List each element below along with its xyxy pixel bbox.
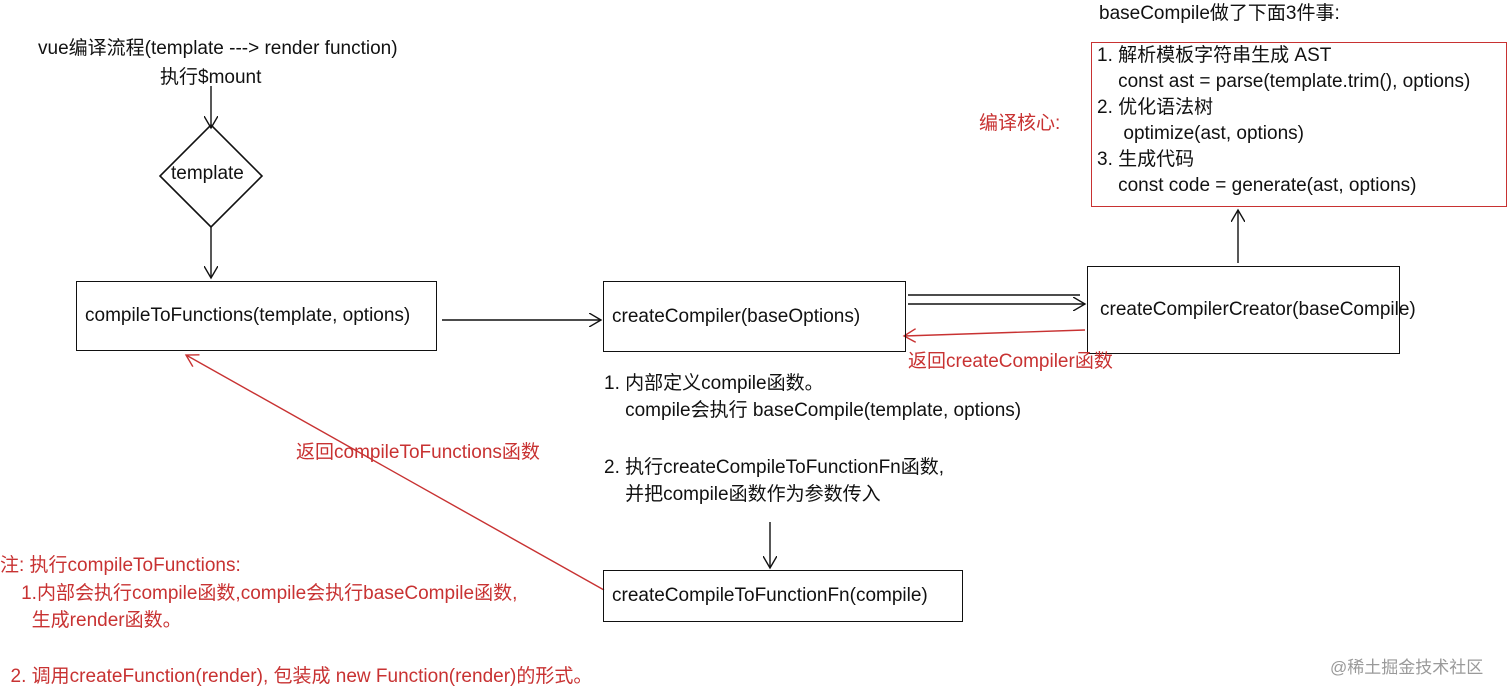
base-compile-step: 2. 优化语法树 — [1097, 97, 1214, 118]
create-compiler-label: createCompiler(baseOptions) — [612, 305, 861, 327]
base-compile-step: const ast = parse(template.trim(), optio… — [1097, 71, 1471, 92]
return-compile-to-functions-label: 返回compileToFunctions函数 — [296, 442, 540, 463]
create-compiler-note: 并把compile函数作为参数传入 — [604, 484, 881, 505]
base-compile-step: const code = generate(ast, options) — [1097, 175, 1417, 196]
base-compile-heading: baseCompile做了下面3件事: — [1099, 3, 1340, 24]
compile-to-functions-box: compileToFunctions(template, options) — [76, 281, 437, 351]
base-compile-step: 3. 生成代码 — [1097, 149, 1195, 170]
create-compiler-creator-box: createCompilerCreator(baseCompile) — [1087, 266, 1416, 354]
watermark: @稀土掘金技术社区 — [1330, 658, 1484, 677]
base-compile-steps-box — [1091, 42, 1507, 207]
return-create-compiler-label: 返回createCompiler函数 — [908, 351, 1113, 372]
note-line: 生成render函数。 — [0, 610, 182, 631]
base-compile-step: optimize(ast, options) — [1097, 123, 1304, 144]
create-compiler-note: 2. 执行createCompileToFunctionFn函数, — [604, 457, 945, 478]
template-node-label: template — [171, 163, 244, 184]
edge-return-create-compiler — [904, 330, 1086, 336]
note-line: 2. 调用createFunction(render), 包装成 new Fun… — [0, 666, 593, 687]
edge-return-compile-to-functions — [186, 355, 605, 591]
mount-label: 执行$mount — [160, 67, 262, 88]
create-compiler-note: compile会执行 baseCompile(template, options… — [604, 400, 1022, 421]
create-compile-to-function-fn-label: createCompileToFunctionFn(compile) — [612, 585, 928, 606]
create-compiler-note: 1. 内部定义compile函数。 — [604, 373, 824, 394]
diagram-title: vue编译流程(template ---> render function) — [38, 38, 398, 59]
note-line: 1.内部会执行compile函数,compile会执行baseCompile函数… — [0, 583, 518, 604]
create-compiler-creator-label: createCompilerCreator(baseCompile) — [1100, 299, 1416, 320]
create-compile-to-function-fn-box: createCompileToFunctionFn(compile) — [603, 570, 963, 622]
compile-core-label: 编译核心: — [979, 113, 1061, 134]
create-compiler-box: createCompiler(baseOptions) — [603, 281, 906, 352]
note-heading: 注: 执行compileToFunctions: — [0, 555, 241, 576]
base-compile-step: 1. 解析模板字符串生成 AST — [1097, 45, 1332, 66]
compile-to-functions-label: compileToFunctions(template, options) — [85, 305, 411, 326]
